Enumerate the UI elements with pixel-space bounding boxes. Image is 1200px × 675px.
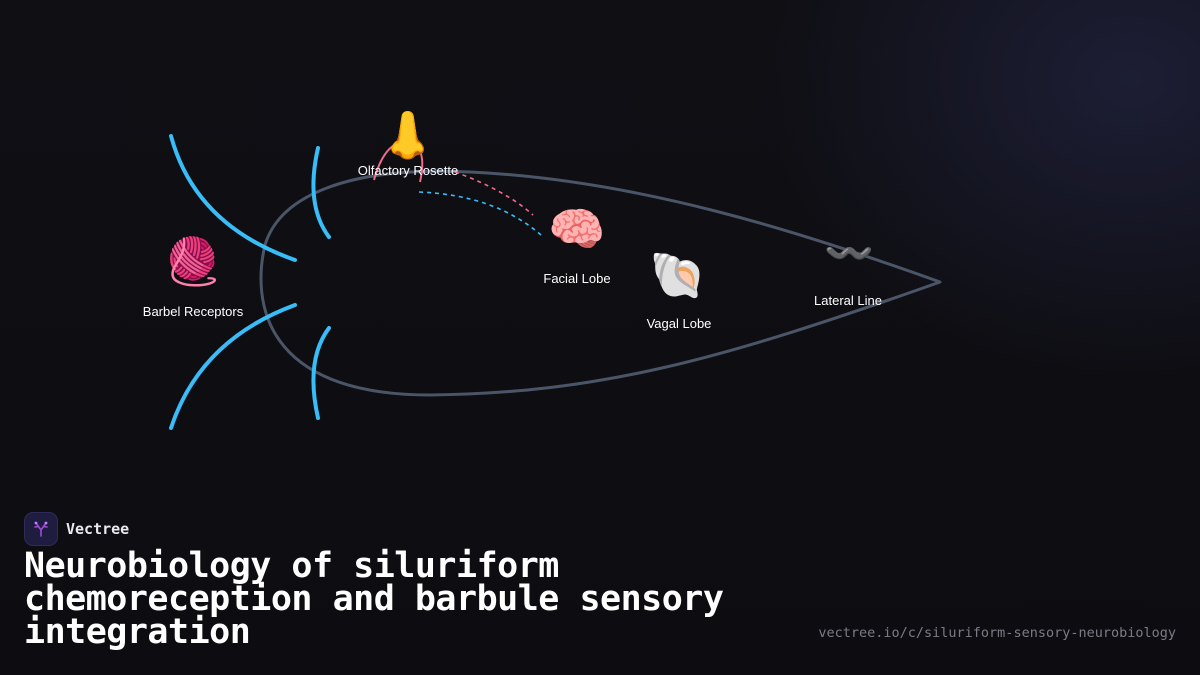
- page-title: Neurobiology of siluriform chemoreceptio…: [24, 546, 724, 652]
- spiral-shell-icon: 🐚: [649, 248, 707, 302]
- brain-icon: 🧠: [548, 202, 606, 256]
- node-label-barbel-receptors: Barbel Receptors: [142, 304, 244, 319]
- nose-icon: 👃: [379, 108, 437, 162]
- yarn-ball-icon: 🧶: [164, 234, 222, 288]
- barbel-to-facial-path: [418, 191, 542, 236]
- barbel-lower-outer: [169, 303, 297, 430]
- barbel-upper-outer: [169, 134, 297, 262]
- barbel-upper-inner: [311, 146, 331, 239]
- barbel-lower-inner: [311, 326, 331, 420]
- brand-name: Vectree: [66, 520, 130, 538]
- olfactory-to-facial-path: [454, 171, 534, 216]
- brand: Vectree: [24, 512, 129, 546]
- node-label-lateral-line: Lateral Line: [814, 293, 882, 308]
- wavy-dash-icon: 〰️: [824, 231, 874, 277]
- source-url[interactable]: vectree.io/c/siluriform-sensory-neurobio…: [818, 625, 1176, 641]
- fish-body-outline: [259, 169, 942, 397]
- node-label-facial-lobe: Facial Lobe: [543, 271, 611, 286]
- olfactory-rosette-arc: [373, 140, 424, 183]
- node-label-olfactory-rosette: Olfactory Rosette: [357, 163, 459, 178]
- node-label-vagal-lobe: Vagal Lobe: [646, 316, 712, 331]
- tree-logo-icon: [24, 512, 58, 546]
